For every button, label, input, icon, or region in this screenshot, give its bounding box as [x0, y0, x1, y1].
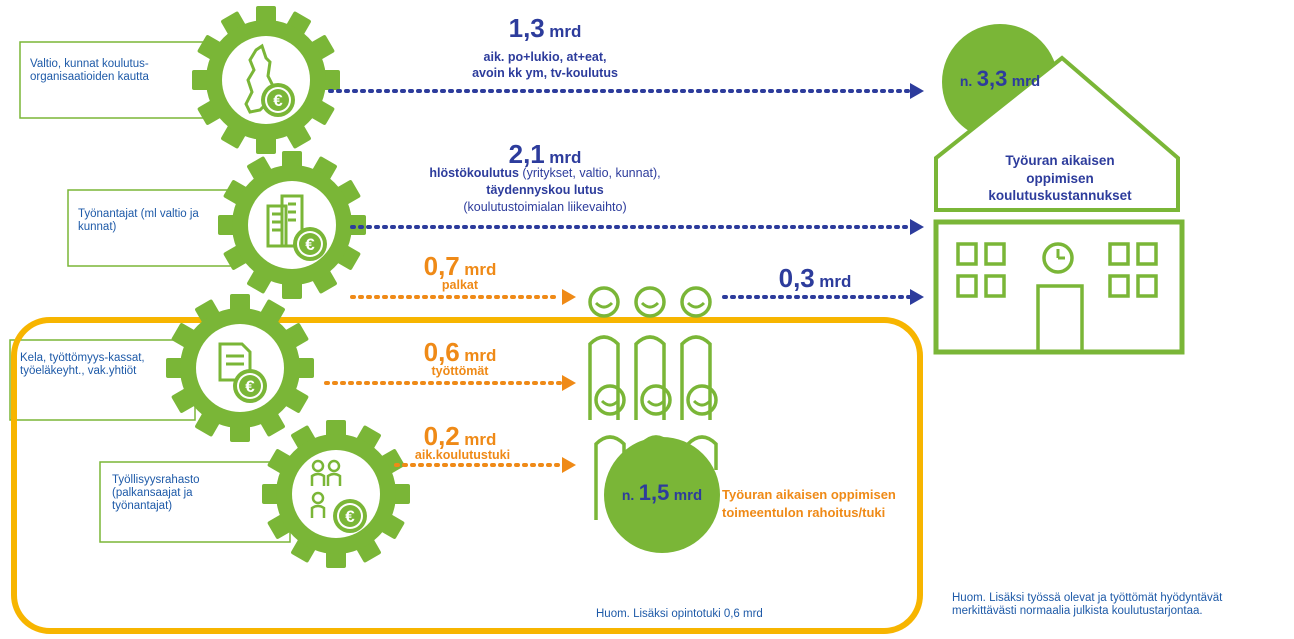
source-label-employers: Työnantajat (ml valtio ja kunnat) [78, 208, 199, 234]
flow-amount-state: 1,3 mrd [508, 13, 582, 43]
flow-desc-state-1: aik. po+lukio, at+eat, [483, 50, 607, 64]
unemployment-support-frame [11, 317, 923, 634]
gear-icon [218, 151, 366, 299]
finland-map-icon [244, 43, 276, 114]
flow-arrow-unemployed [324, 375, 576, 391]
flow-desc-employers-3: (koulutustoimialan liikevaihto) [463, 200, 627, 214]
flow-label-unemployed: työttömät [431, 364, 489, 378]
flow-arrow-salary [350, 289, 576, 305]
gear-icon [262, 420, 410, 568]
flow-amount-employers: 2,1 mrd [508, 139, 582, 169]
people-group-icon [588, 286, 720, 553]
people-title: Työuran aikaisen oppimisen toimeentulon … [722, 487, 896, 520]
flow-arrow-support [394, 457, 576, 473]
flow-amount-salary: 0,7 mrd [423, 251, 497, 281]
source-box-employment-fund [99, 461, 291, 543]
euro-coin-icon [293, 227, 327, 261]
flow-label-support: aik.koulutustuki [414, 448, 511, 462]
buildings-icon [266, 194, 304, 248]
note-study-grant: Huom. Lisäksi opintotuki 0,6 mrd [596, 608, 763, 620]
flow-amount-support: 0,2 mrd [423, 421, 497, 451]
school-title: Työuran aikaisen oppimisen koulutuskusta… [988, 153, 1132, 204]
flow-desc-employers-2: täydennyskou lutus [486, 183, 604, 197]
people-icon [310, 459, 342, 518]
flow-amount-unemployed: 0,6 mrd [423, 337, 497, 367]
document-icon [218, 342, 252, 382]
note-public-education: Huom. Lisäksi työssä olevat ja työttömät… [952, 592, 1223, 618]
source-label-employment-fund: Työllisyysrahasto (palkansaajat ja työna… [112, 474, 200, 513]
people-total: n. 1,5 mrd [621, 480, 703, 505]
source-box-kela [9, 339, 196, 421]
source-box-employers [67, 189, 239, 267]
source-label-kela: Kela, työttömyys-kassat, työeläkeyht., v… [20, 352, 145, 378]
flow-arrow-state [328, 83, 924, 99]
euro-coin-icon [333, 499, 367, 533]
euro-coin-icon [261, 83, 295, 117]
flow-desc-state-2: avoin kk ym, tv-koulutus [472, 66, 618, 80]
flow-amount-salary-to-school: 0,3 mrd [778, 263, 852, 293]
flow-arrow-salary-to-school [722, 289, 924, 305]
flow-desc-employers-1: hlöstökoulutus (yritykset, valtio, kunna… [429, 166, 661, 180]
school-total: n. 3,3 mrd [959, 66, 1041, 91]
gear-icon [192, 6, 340, 154]
source-box-state [19, 41, 216, 119]
flow-label-salary: palkat [441, 278, 479, 292]
euro-coin-icon [233, 369, 267, 403]
source-label-state: Valtio, kunnat koulutus-organisaatioiden… [30, 58, 149, 84]
clock-icon [1042, 242, 1074, 274]
flow-arrow-employers [350, 219, 924, 235]
